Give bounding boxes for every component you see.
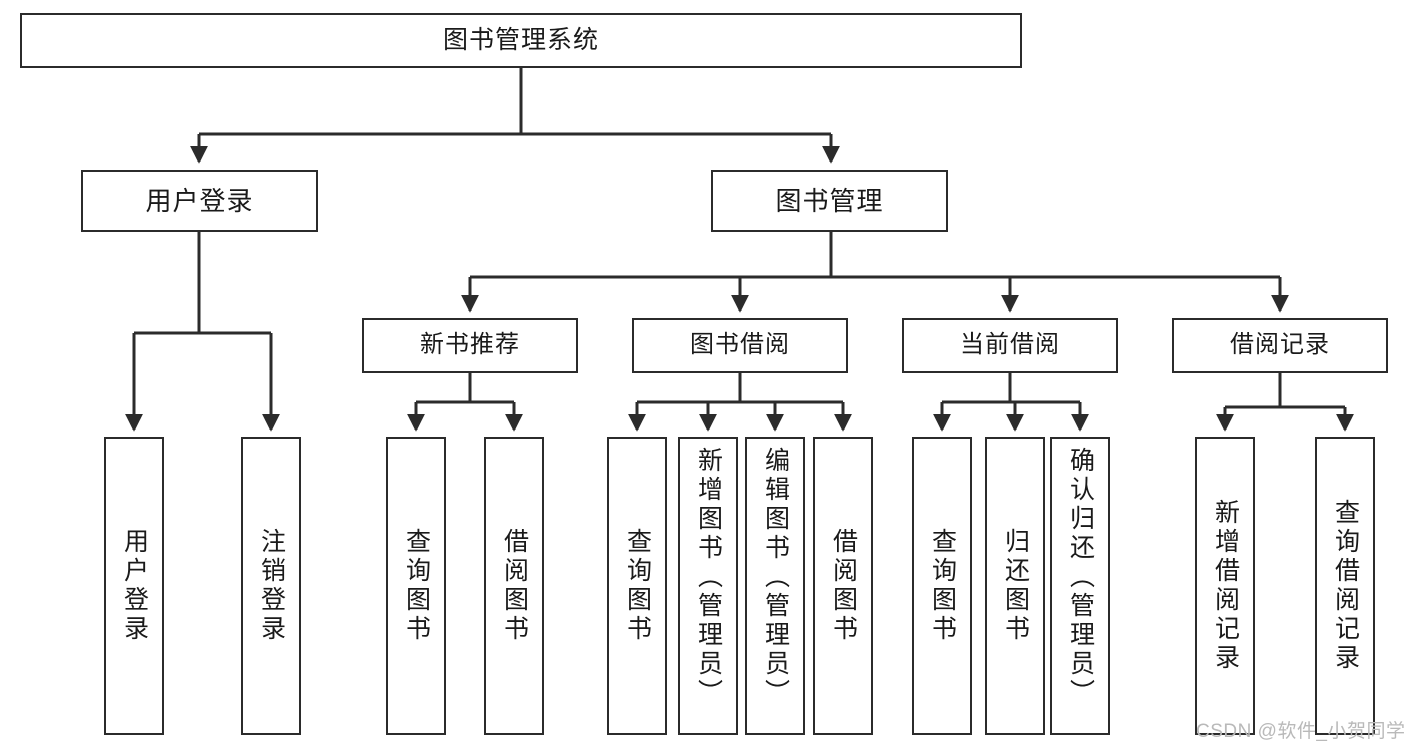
node-label: 新书推荐	[420, 331, 520, 359]
node-leaf-query-book-recommend[interactable]: 查询图书	[386, 437, 446, 735]
node-label: 查询图书	[623, 528, 652, 644]
node-label: 借阅记录	[1230, 331, 1330, 359]
node-label: 图书管理系统	[442, 25, 599, 54]
node-leaf-borrow-book[interactable]: 借阅图书	[813, 437, 873, 735]
node-leaf-user-login[interactable]: 用户登录	[104, 437, 164, 735]
node-label: 查询图书	[928, 528, 957, 644]
node-book-manage[interactable]: 图书管理	[711, 170, 948, 232]
node-leaf-query-book-current[interactable]: 查询图书	[912, 437, 972, 735]
node-leaf-add-borrow-record[interactable]: 新增借阅记录	[1195, 437, 1255, 735]
node-label: 图书管理	[775, 185, 884, 216]
node-label: 新增借阅记录	[1211, 499, 1240, 673]
node-leaf-borrow-book-recommend[interactable]: 借阅图书	[484, 437, 544, 735]
node-label: 查询借阅记录	[1331, 499, 1360, 673]
node-label: 新增图书（管理员）	[694, 447, 723, 708]
node-leaf-confirm-return-admin[interactable]: 确认归还（管理员）	[1050, 437, 1110, 735]
node-leaf-return-book[interactable]: 归还图书	[985, 437, 1045, 735]
node-borrow-record[interactable]: 借阅记录	[1172, 318, 1388, 373]
node-label: 用户登录	[120, 528, 149, 644]
node-label: 注销登录	[257, 528, 286, 644]
node-leaf-query-borrow-record[interactable]: 查询借阅记录	[1315, 437, 1375, 735]
node-leaf-query-book[interactable]: 查询图书	[607, 437, 667, 735]
node-user-login[interactable]: 用户登录	[81, 170, 318, 232]
node-label: 当前借阅	[960, 331, 1060, 359]
node-label: 图书借阅	[690, 331, 790, 359]
node-label: 归还图书	[1001, 528, 1030, 644]
csdn-watermark: CSDN @软件_小贺同学	[1196, 721, 1405, 742]
node-current-borrow[interactable]: 当前借阅	[902, 318, 1118, 373]
node-label: 编辑图书（管理员）	[761, 447, 790, 708]
node-label: 确认归还（管理员）	[1066, 447, 1095, 708]
node-book-borrow[interactable]: 图书借阅	[632, 318, 848, 373]
node-leaf-add-book-admin[interactable]: 新增图书（管理员）	[678, 437, 738, 735]
node-label: 借阅图书	[500, 528, 529, 644]
node-label: 借阅图书	[829, 528, 858, 644]
node-label: 查询图书	[402, 528, 431, 644]
node-root-system[interactable]: 图书管理系统	[20, 13, 1022, 68]
node-new-book-recommend[interactable]: 新书推荐	[362, 318, 578, 373]
node-leaf-user-logout[interactable]: 注销登录	[241, 437, 301, 735]
node-leaf-edit-book-admin[interactable]: 编辑图书（管理员）	[745, 437, 805, 735]
node-label: 用户登录	[145, 185, 254, 216]
